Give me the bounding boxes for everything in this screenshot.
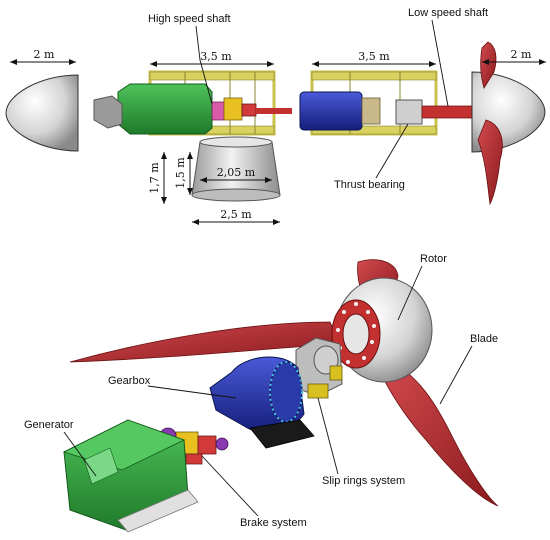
dim-hub-left: 2 m: [34, 48, 55, 61]
slip-rings-system: [295, 337, 343, 399]
label-low-speed-shaft: Low speed shaft: [408, 7, 488, 19]
low-speed-shaft: [421, 105, 473, 119]
dim-tower-top: 2,05 m: [217, 166, 256, 179]
generator-top: [117, 83, 213, 135]
generator: [62, 419, 199, 533]
blade-top-down: [477, 119, 503, 206]
thrust-bearing-top: [395, 99, 423, 125]
rotor-hub: [331, 277, 433, 383]
dim-hub-right: 2 m: [511, 48, 532, 61]
dim-tower-base: 2,5 m: [220, 208, 252, 221]
iso-view: Rotor Blade Gearbox Generator Slip rings…: [24, 253, 499, 533]
label-brake: Brake system: [240, 517, 307, 529]
dim-height-inner: 1,5 m: [174, 157, 187, 189]
dim-height-outer: 1,7 m: [148, 162, 161, 194]
label-generator: Generator: [24, 419, 74, 431]
gearbox-top: [299, 91, 363, 131]
label-thrust-bearing: Thrust bearing: [334, 179, 405, 191]
dim-frame-right: 3,5 m: [358, 50, 390, 63]
blade-top-up: [480, 41, 497, 89]
label-blade: Blade: [470, 333, 498, 345]
left-spinner: [5, 74, 79, 152]
label-high-speed-shaft: High speed shaft: [148, 13, 231, 25]
label-gearbox: Gearbox: [108, 375, 151, 387]
dim-frame-left: 3,5 m: [200, 50, 232, 63]
label-slip-rings: Slip rings system: [322, 475, 405, 487]
label-rotor: Rotor: [420, 253, 447, 265]
top-view: 2 m: [5, 7, 546, 225]
gearbox: [209, 356, 315, 449]
blade-lower-right: [379, 361, 499, 507]
high-speed-shaft: [256, 108, 292, 114]
